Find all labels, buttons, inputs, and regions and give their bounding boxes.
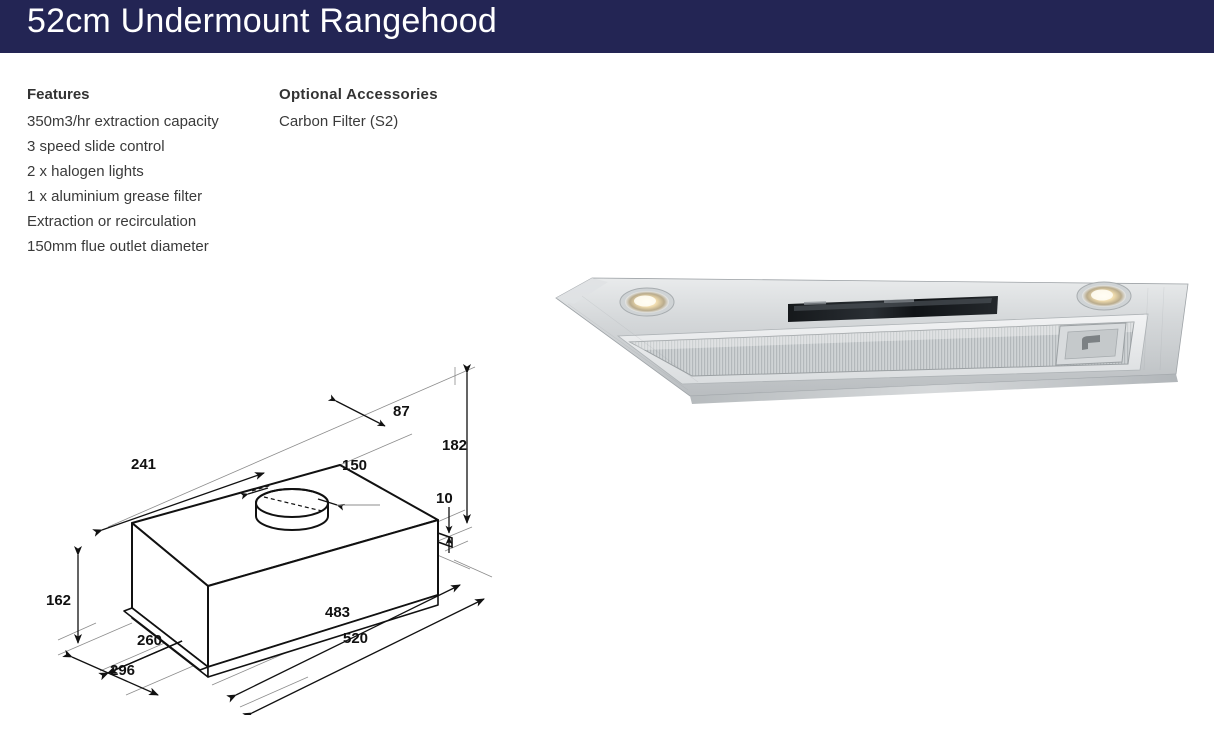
hood-left-chamfer <box>556 278 608 304</box>
dimension-label-296: 296 <box>110 662 135 679</box>
dimension-label-150: 150 <box>342 457 367 474</box>
grease-filter-sheen <box>630 322 1134 350</box>
hood-front-lip <box>690 374 1178 404</box>
dimension-87 <box>327 394 386 427</box>
dimension-150 <box>239 484 380 511</box>
optional-accessories-section: Optional Accessories Carbon Filter (S2) <box>279 86 438 134</box>
dimension-label-10: 10 <box>436 490 453 507</box>
dimension-label-87: 87 <box>393 403 410 420</box>
product-photo <box>548 270 1196 410</box>
dimension-label-162: 162 <box>46 592 71 609</box>
dimension-label-260: 260 <box>137 632 162 649</box>
accessories-heading: Optional Accessories <box>279 86 438 103</box>
filter-release-catch[interactable] <box>1055 322 1127 366</box>
feature-item: 350m3/hr extraction capacity <box>27 113 219 130</box>
feature-item: 1 x aluminium grease filter <box>27 188 203 205</box>
dimension-241 <box>92 472 265 537</box>
grease-filter <box>628 321 1135 377</box>
dimension-label-520: 520 <box>343 630 368 647</box>
halogen-light-right <box>1076 281 1132 311</box>
dimension-label-241: 241 <box>131 456 156 473</box>
page-title: 52cm Undermount Rangehood <box>27 2 497 40</box>
control-vent-slot <box>788 296 998 322</box>
halogen-light-left <box>619 287 675 317</box>
accessory-item: Carbon Filter (S2) <box>279 113 399 130</box>
dimension-520 <box>242 598 485 715</box>
dimension-label-483: 483 <box>325 604 350 621</box>
page-header-bar: 52cm Undermount Rangehood <box>0 0 1214 53</box>
features-section: Features 350m3/hr extraction capacity 3 … <box>27 86 219 259</box>
feature-item: 150mm flue outlet diameter <box>27 238 209 255</box>
dimension-296 <box>62 649 159 696</box>
hood-lip-detail <box>437 520 453 595</box>
feature-item: 2 x halogen lights <box>27 163 144 180</box>
brushed-steel-texture <box>567 286 1165 391</box>
features-heading: Features <box>27 86 90 103</box>
feature-item: 3 speed slide control <box>27 138 165 155</box>
flue-outlet <box>255 488 329 531</box>
dimension-label-182: 182 <box>442 437 467 454</box>
technical-drawing: 241 87 150 182 10 162 <box>40 355 510 715</box>
feature-item: Extraction or recirculation <box>27 213 197 230</box>
